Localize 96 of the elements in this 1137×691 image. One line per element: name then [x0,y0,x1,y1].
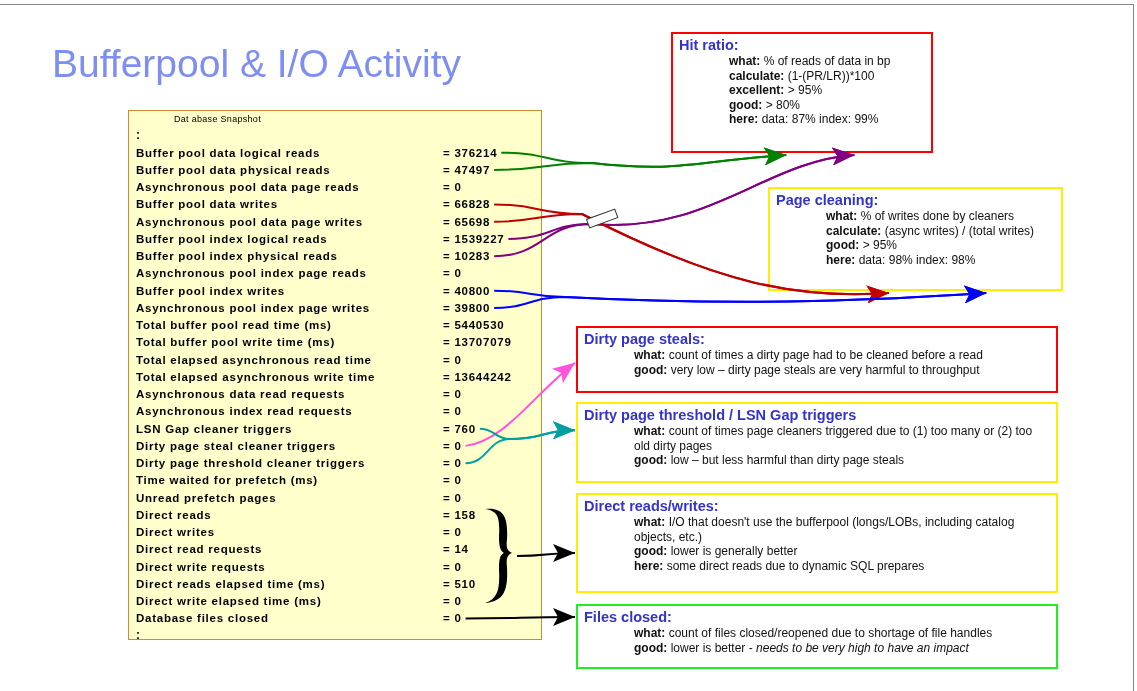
snapshot-panel [128,110,542,640]
info-line: good: lower is generally better [634,544,798,558]
info-box [576,402,1058,483]
metric-value: = 0 [443,405,462,418]
info-line: what: count of times a dirty page had to be cleaned before a read [634,348,983,362]
info-line: good: very low – dirty page steals are very harmful to throughput [634,362,980,377]
metric-name: Buffer pool data logical reads [136,146,322,159]
metric-value: = 158 [443,508,476,521]
box-heading: Dirty page threshold / LSN Gap triggers [584,407,857,424]
ellipsis-mark: : [136,627,140,644]
arrow [464,361,576,447]
metric-name: Total elapsed asynchronous read time [136,353,373,366]
metric-name: Buffer pool data writes [136,198,279,211]
box-heading: Files closed: [584,609,672,626]
info-line: what: I/O that doesn't use the bufferpool (longs/LOBs, including catalog objects, etc.) [634,515,1015,544]
metric-value: = 0 [443,353,462,366]
metric-name: Dirty page steal cleaner triggers [136,439,337,452]
metric-name: Direct writes [136,526,216,539]
info-line: calculate: (async writes) / (total writes) [826,223,1035,238]
metric-name: Total elapsed asynchronous write time [136,370,377,383]
metric-name: Asynchronous pool data page reads [136,181,361,194]
metric-value: = 0 [443,526,462,539]
metric-name: Asynchronous pool index page reads [136,267,368,280]
metric-value: = 66828 [443,198,491,211]
metric-value: = 0 [443,560,462,573]
arrow [516,544,576,563]
panel-heading: Dat abase Snapshot [174,114,261,126]
metric-value: = 0 [443,474,462,487]
metric-value: = 510 [443,577,476,590]
box-heading: Direct reads/writes: [584,498,719,515]
metric-value: = 13707079 [443,336,512,349]
slide-title: Bufferpool & I/O Activity [52,42,461,86]
metric-value: = 0 [443,267,462,280]
metric-name: Direct write elapsed time (ms) [136,595,323,608]
metric-name: Direct read requests [136,543,264,556]
arrow [464,608,576,627]
info-box [768,187,1063,291]
metric-name: Asynchronous data read requests [136,388,347,401]
metric-value: = 0 [443,439,462,452]
ellipsis-mark: : [136,127,140,144]
info-line: excellent: > 95% [729,83,823,97]
info-line: here: data: 98% index: 98% [826,252,976,267]
info-line: what: count of files closed/reopened due to shortage of file handles [634,626,993,640]
arrow [493,285,988,309]
info-box [576,326,1058,393]
box-heading: Dirty page steals: [584,331,705,348]
metric-value: = 10283 [443,250,491,263]
info-line: here: some direct reads due to dynamic SQL prepares [634,558,925,573]
metric-value: = 1539227 [443,232,505,245]
info-line: good: > 95% [826,238,898,252]
metric-name: Asynchronous pool data page writes [136,215,364,228]
metric-value: = 13644242 [443,370,512,383]
metric-value: = 0 [443,457,462,470]
metric-value: = 0 [443,491,462,504]
box-heading: Hit ratio: [679,37,739,54]
arrow [464,421,576,465]
info-line: good: lower is better - needs to be very high to have an impact [634,640,969,655]
info-line: here: data: 87% index: 99% [729,112,879,126]
metric-value: = 47497 [443,163,491,176]
metric-name: Asynchronous pool index page writes [136,301,371,314]
info-line: calculate: (1-(PR/LR))*100 [729,68,875,83]
info-line: good: > 80% [729,97,801,112]
metric-name: Dirty page threshold cleaner triggers [136,457,367,470]
info-line: good: low – but less harmful than dirty page steals [634,453,905,467]
metric-name: Buffer pool index writes [136,284,286,297]
metric-name: Total buffer pool read time (ms) [136,319,333,332]
info-line: what: % of writes done by cleaners [826,209,1015,223]
metric-name: Total buffer pool write time (ms) [136,336,336,349]
metric-name: Buffer pool index physical reads [136,250,339,263]
metric-name: Direct reads elapsed time (ms) [136,577,327,590]
metric-name: Unread prefetch pages [136,491,278,504]
metric-value: = 65698 [443,215,491,228]
metric-value: = 0 [443,181,462,194]
info-box [576,493,1058,593]
metric-value: = 760 [443,422,476,435]
arrow [493,148,856,258]
metric-value: = 376214 [443,146,498,159]
info-box [671,32,933,153]
metric-name: LSN Gap cleaner triggers [136,422,294,435]
metric-name: Database files closed [136,612,270,625]
metric-value: = 14 [443,543,469,556]
metric-value: = 0 [443,388,462,401]
metric-value: = 0 [443,595,462,608]
metric-value: = 39800 [443,301,491,314]
metric-name: Direct write requests [136,560,267,573]
metric-name: Time waited for prefetch (ms) [136,474,319,487]
metric-name: Buffer pool index logical reads [136,232,329,245]
info-box [576,604,1058,669]
box-heading: Page cleaning: [776,192,879,209]
metric-name: Direct reads [136,508,213,521]
metric-value: = 5440530 [443,319,505,332]
metric-value: = 0 [443,612,462,625]
metric-value: = 40800 [443,284,491,297]
metric-name: Buffer pool data physical reads [136,163,332,176]
info-line: what: % of reads of data in bp [729,54,891,68]
metric-name: Asynchronous index read requests [136,405,354,418]
